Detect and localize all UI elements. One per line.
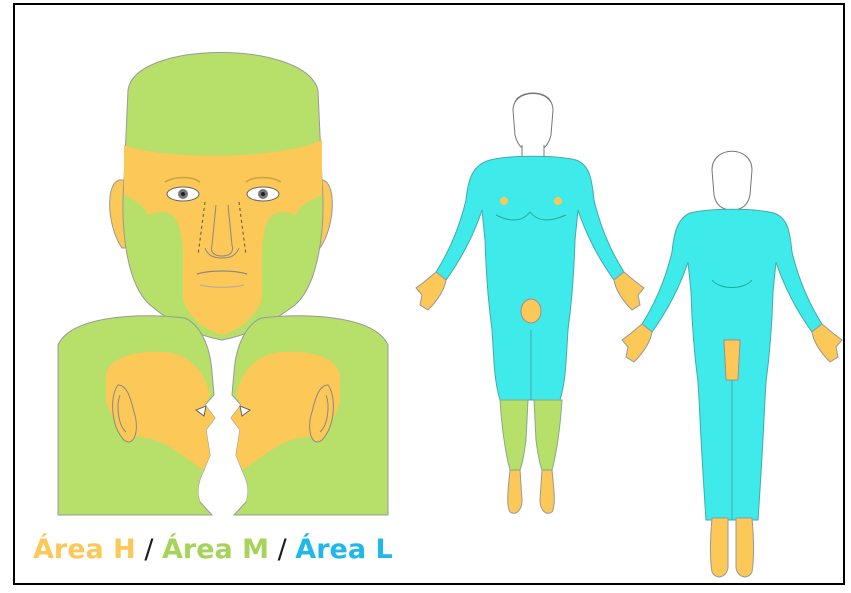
body-back-head	[712, 151, 752, 210]
face-front	[110, 53, 333, 341]
legend-area-h: Área H	[33, 534, 136, 565]
body-back-right-hand	[812, 324, 842, 362]
body-front-head	[513, 94, 553, 153]
body-back-left-hand	[622, 324, 652, 362]
body-front	[416, 93, 644, 513]
area-legend: Área H / Área M / Área L	[33, 533, 393, 567]
legend-separator: /	[269, 534, 295, 565]
body-back	[622, 151, 842, 577]
legend-separator: /	[136, 534, 162, 565]
body-front-lower-legs-area-m	[500, 400, 562, 470]
body-front-left-hand	[416, 272, 446, 310]
profile-left	[58, 316, 215, 515]
body-front-right-hand	[614, 272, 644, 310]
body-front-torso	[436, 156, 624, 400]
legend-area-l: Área L	[295, 534, 392, 565]
body-back-right-foot	[736, 518, 754, 577]
profile-right	[231, 316, 388, 515]
body-front-right-foot	[540, 470, 554, 513]
body-front-genital-area-h	[521, 299, 541, 323]
legend-area-m: Área M	[162, 534, 269, 565]
body-front-left-foot	[508, 470, 522, 513]
body-back-buttock-area-h	[724, 340, 740, 380]
body-back-left-foot	[711, 518, 729, 577]
